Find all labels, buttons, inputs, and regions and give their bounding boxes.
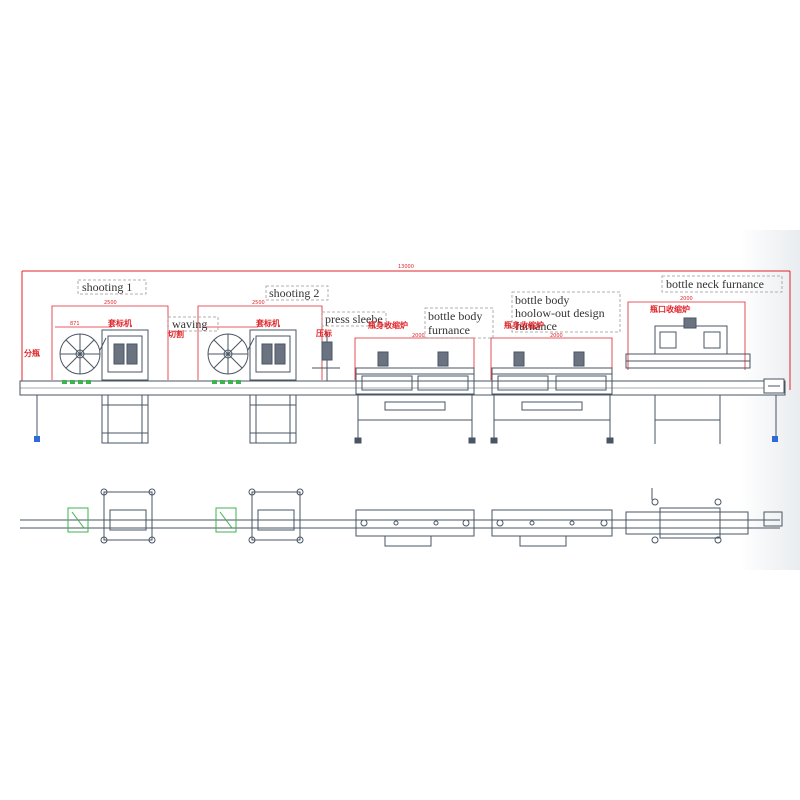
plan-furnace-2 [491, 509, 613, 547]
dimension-furnace-2: 2000 [550, 333, 563, 339]
label-body-furnace-2-line3: furnance [515, 319, 557, 333]
upper-conveyor [19, 380, 786, 396]
body-furnace-2 [490, 351, 614, 444]
labeling-machine-1 [59, 329, 149, 444]
label-cn-body-shrink-2: 瓶身收缩炉 [504, 321, 544, 330]
label-body-furnace-1-line2: furnance [428, 323, 470, 337]
body-furnace-1 [354, 351, 476, 444]
lower-conveyor [20, 519, 780, 529]
right-end-motor [763, 378, 785, 442]
plan-labeler-2 [215, 488, 304, 544]
label-cn-press: 压标 [316, 329, 332, 338]
label-cn-neck-shrink: 瓶口收缩炉 [650, 305, 690, 314]
label-body-furnace-1-line1: bottle body [428, 309, 483, 323]
label-body-furnace-2-line2: hoolow-out design [515, 306, 605, 320]
label-cn-tail-1: 切割 [168, 330, 184, 339]
label-cn-separator: 分瓶 [24, 349, 40, 358]
label-cn-labeler-2: 套标机 [256, 319, 280, 328]
dimension-neck: 2000 [680, 296, 693, 302]
plan-furnace-1 [355, 509, 475, 547]
plan-labeler-1 [67, 488, 156, 544]
label-press-sleeve: press sleebe [325, 312, 383, 326]
label-shooting-1: shooting 1 [82, 280, 133, 294]
label-cn-labeler-1: 套标机 [108, 319, 132, 328]
dimension-overall: 13000 [398, 264, 414, 270]
dimension-section-2: 2500 [252, 300, 265, 306]
press-sleeve-unit [312, 332, 340, 381]
label-body-furnace-2-line1: bottle body [515, 293, 570, 307]
neck-furnace [625, 317, 751, 444]
label-shooting-2: shooting 2 [269, 286, 320, 300]
label-neck-furnace: bottle neck furnance [666, 277, 764, 291]
dimension-section-1: 2500 [104, 300, 117, 306]
overall-dimension-frame [21, 270, 791, 390]
label-cn-body-shrink-1: 瓶身收缩炉 [368, 321, 408, 330]
left-support [34, 395, 40, 442]
dimension-furnace-1: 2000 [412, 333, 425, 339]
label-waving: waving [172, 317, 208, 331]
section-dimension-frames [51, 301, 746, 380]
dimension-section-1-sub: 871 [70, 321, 80, 327]
labeling-machine-2 [207, 329, 297, 444]
label-boxes [77, 275, 783, 339]
plan-neck-furnace [625, 488, 783, 544]
